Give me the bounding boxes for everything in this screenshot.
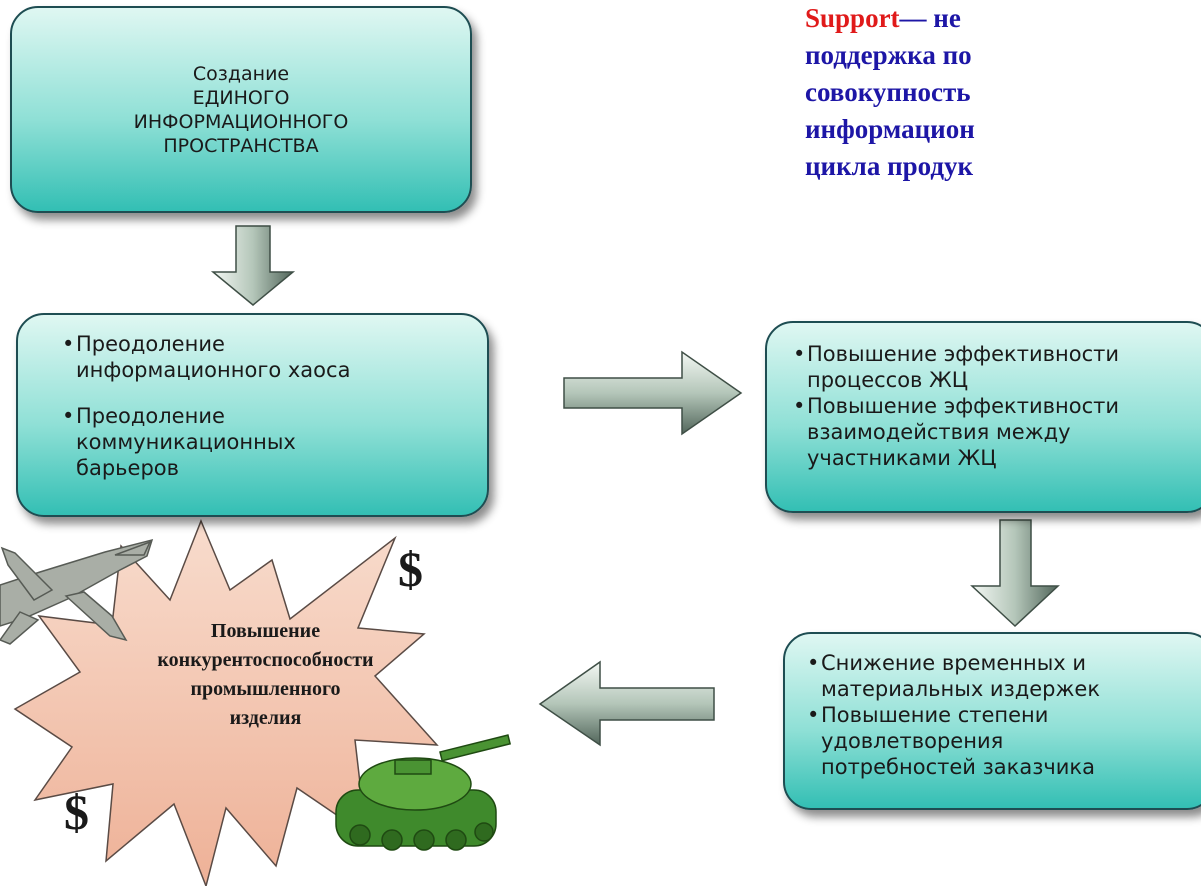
dollar-sign-top: $: [398, 541, 423, 597]
headline-line-4: информацион: [805, 114, 975, 144]
dollar-sign-bottom: $: [64, 784, 89, 840]
star-line-2: конкурентоспособности: [157, 649, 374, 671]
arrow-down-2: [970, 519, 1060, 628]
right-top-item-2: Повышение эффективности взаимодействия м…: [793, 393, 1201, 471]
headline-line-2: поддержка по: [805, 40, 972, 70]
box-cost-reduction: Снижение временных и материальных издерж…: [783, 632, 1201, 810]
left-box-item-1: Преодоление информационного хаоса: [62, 331, 396, 383]
star-line-4: изделия: [229, 707, 302, 729]
headline-term: Support: [805, 3, 900, 33]
right-bottom-item-2: Повышение степени удовлетворения потребн…: [807, 702, 1151, 780]
box-unified-info-space: Создание ЕДИНОГО ИНФОРМАЦИОННОГО ПРОСТРА…: [10, 6, 472, 213]
top-box-line-4: ПРОСТРАНСТВА: [163, 134, 319, 157]
star-line-1: Повышение: [210, 620, 321, 642]
competitiveness-label: Повышение конкурентоспособности промышле…: [128, 617, 403, 733]
box-overcoming-barriers: Преодоление информационного хаоса Преодо…: [16, 313, 489, 517]
headline-line-1-rest: — не: [899, 3, 961, 33]
arrow-down-1: [210, 225, 296, 306]
headline-line-1: Support— не: [805, 0, 1201, 37]
box-efficiency: Повышение эффективности процессов ЖЦ Пов…: [765, 321, 1201, 513]
right-bottom-item-1: Снижение временных и материальных издерж…: [807, 650, 1161, 702]
top-box-line-3: ИНФОРМАЦИОННОГО: [133, 110, 349, 133]
top-box-line-1: Создание: [192, 62, 290, 85]
left-box-list: Преодоление информационного хаоса Преодо…: [62, 331, 471, 481]
arrow-right: [563, 350, 743, 436]
starburst-shape: [13, 519, 439, 886]
right-bottom-list: Снижение временных и материальных издерж…: [807, 650, 1201, 780]
left-box-item-2: Преодоление коммуникационных барьеров: [62, 403, 376, 481]
headline-text: Support— не поддержка по совокупность ин…: [805, 0, 1201, 185]
right-top-list: Повышение эффективности процессов ЖЦ Пов…: [793, 341, 1201, 471]
fighter-jet-icon: [0, 538, 154, 645]
tank-icon: [335, 734, 512, 851]
arrow-left: [538, 660, 715, 747]
right-top-item-1: Повышение эффективности процессов ЖЦ: [793, 341, 1201, 393]
headline-line-3: совокупность: [805, 77, 971, 107]
headline-line-5: цикла продук: [805, 151, 974, 181]
star-line-3: промышленного: [190, 678, 341, 700]
top-box-line-2: ЕДИНОГО: [192, 86, 290, 109]
